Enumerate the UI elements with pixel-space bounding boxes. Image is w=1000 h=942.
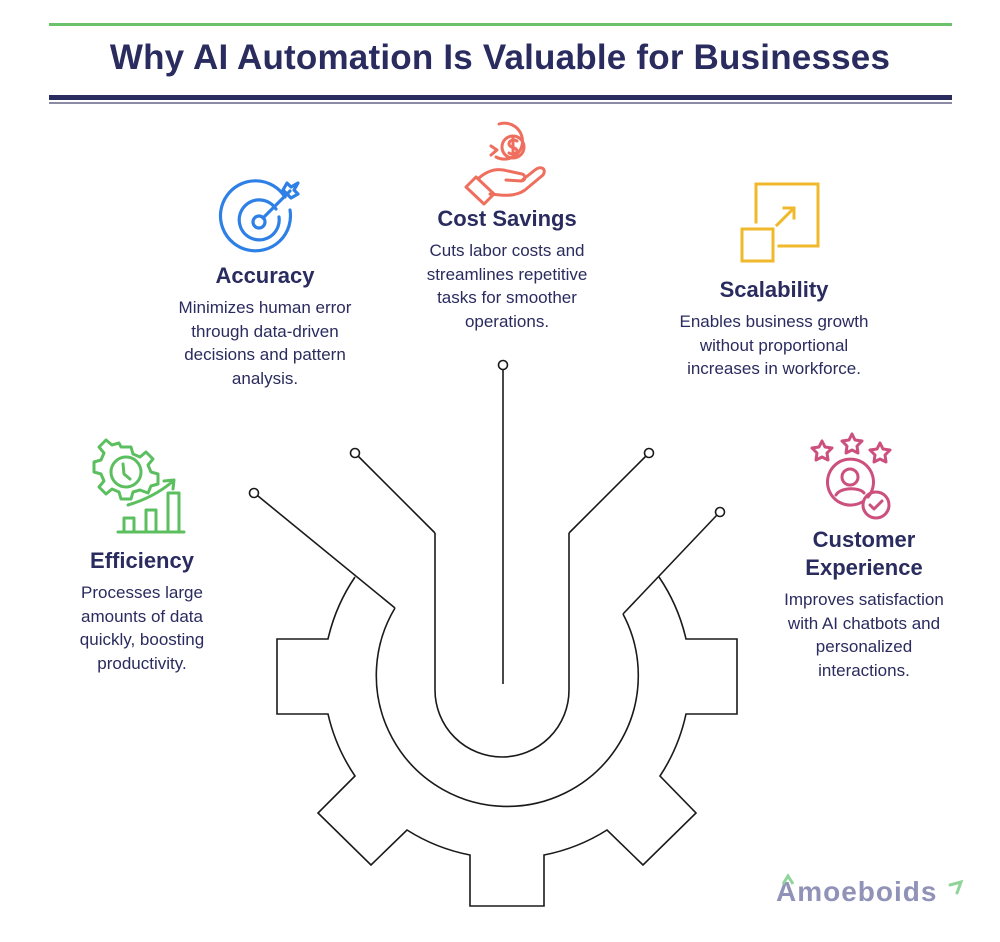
node-accuracy [349, 447, 361, 459]
brand-logo: Amoeboids [776, 876, 937, 908]
user-stars-check-icon [810, 432, 892, 520]
benefit-accuracy: Accuracy Minimizes human error through d… [150, 262, 380, 390]
benefit-customer-experience: Customer Experience Improves satisfactio… [752, 526, 976, 682]
title-underline [49, 95, 952, 100]
benefit-description: Minimizes human error through data-drive… [178, 298, 352, 388]
benefit-efficiency: Efficiency Processes large amounts of da… [42, 547, 242, 675]
scale-up-squares-icon [740, 182, 820, 263]
benefit-title: Accuracy [215, 263, 315, 288]
node-cost-savings [497, 359, 509, 371]
gear-inner-ring [375, 607, 640, 808]
connector-accuracy [357, 455, 436, 534]
benefit-cost-savings: Cost Savings Cuts labor costs and stream… [392, 205, 622, 333]
page-title: Why AI Automation Is Valuable for Busine… [109, 38, 891, 77]
benefit-title: Scalability [719, 277, 829, 302]
gear-clock-growth-icon [92, 438, 186, 534]
connector-scalability [568, 455, 647, 534]
connector-customer-experience [622, 514, 718, 615]
connector-efficiency [257, 495, 396, 609]
top-green-rule [49, 23, 952, 26]
benefit-description: Cuts labor costs and streamlines repetit… [426, 241, 588, 331]
benefit-title: Cost Savings [437, 206, 577, 231]
target-arrow-icon [218, 179, 300, 253]
benefit-description: Enables business growth without proporti… [679, 312, 869, 378]
node-scalability [643, 447, 655, 459]
node-efficiency [248, 487, 260, 499]
title-underline-thin [49, 102, 952, 104]
gear-outline [276, 576, 738, 907]
logo-arrow-icon [948, 879, 964, 895]
benefit-description: Processes large amounts of data quickly,… [79, 583, 205, 673]
benefit-title: Customer Experience [805, 527, 923, 580]
hand-dollar-icon [464, 121, 546, 206]
gear-inner-u [434, 533, 570, 758]
node-customer-experience [714, 506, 726, 518]
benefit-description: Improves satisfaction with AI chatbots a… [784, 590, 944, 680]
benefit-scalability: Scalability Enables business growth with… [654, 276, 894, 381]
logo-a-accent-icon [781, 873, 795, 885]
benefit-title: Efficiency [90, 548, 194, 573]
logo-text: Amoeboids [776, 876, 938, 907]
